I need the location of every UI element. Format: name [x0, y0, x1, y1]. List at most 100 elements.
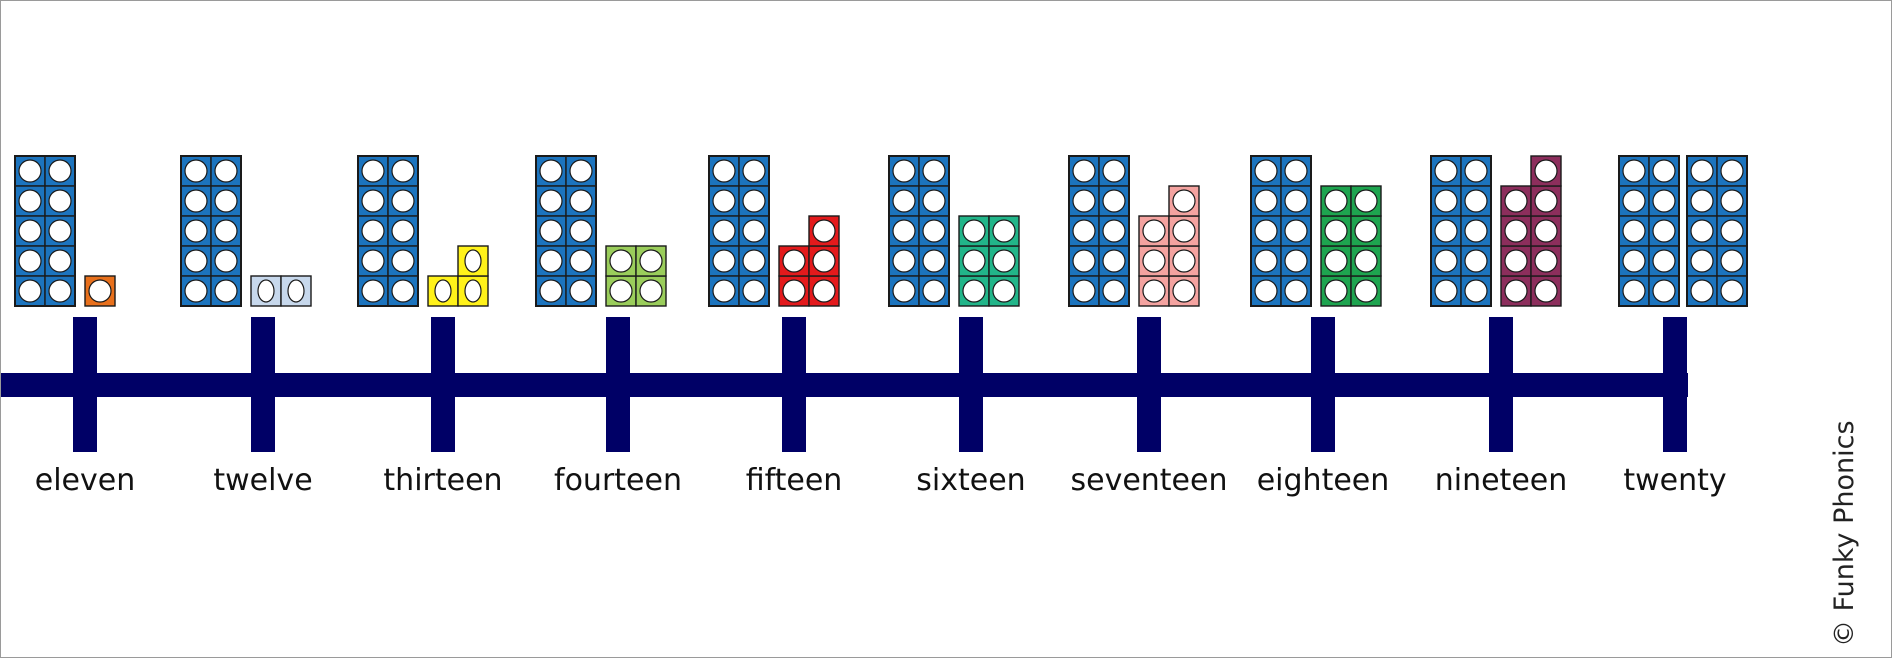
cube — [1649, 216, 1679, 246]
tick-thirteen — [431, 317, 455, 452]
cube — [358, 246, 388, 276]
cube — [1321, 186, 1351, 216]
ones-block — [85, 276, 115, 306]
cube — [1531, 246, 1561, 276]
cube — [181, 156, 211, 186]
cube — [1531, 186, 1561, 216]
label-twelve: twelve — [173, 463, 353, 498]
label-seventeen: seventeen — [1059, 463, 1239, 498]
cube — [536, 156, 566, 186]
cube — [959, 246, 989, 276]
cube — [1321, 276, 1351, 306]
cube — [536, 186, 566, 216]
cube — [1717, 216, 1747, 246]
cube — [636, 246, 666, 276]
cube — [45, 246, 75, 276]
cube — [1431, 216, 1461, 246]
number-eleven-blocks — [15, 156, 115, 306]
cube — [1687, 186, 1717, 216]
cube — [1501, 246, 1531, 276]
tick-twelve — [251, 317, 275, 452]
cube — [709, 186, 739, 216]
tick-sixteen — [959, 317, 983, 452]
cube — [889, 156, 919, 186]
cube — [1099, 186, 1129, 216]
cube — [536, 276, 566, 306]
number-thirteen-blocks — [358, 156, 488, 306]
cube — [709, 216, 739, 246]
cube — [1619, 246, 1649, 276]
cube — [1687, 156, 1717, 186]
ten-rod — [1619, 156, 1679, 306]
cube — [1351, 216, 1381, 246]
cube — [1169, 276, 1199, 306]
ones-block — [606, 246, 666, 306]
cube — [388, 186, 418, 216]
cube — [1649, 186, 1679, 216]
cube — [1099, 156, 1129, 186]
ten-rod — [536, 156, 596, 306]
ten-rod — [15, 156, 75, 306]
ones-block — [251, 276, 311, 306]
label-twenty: twenty — [1585, 463, 1765, 498]
cube — [606, 246, 636, 276]
cube — [1251, 216, 1281, 246]
cube — [989, 216, 1019, 246]
cube — [85, 276, 115, 306]
cube — [1461, 246, 1491, 276]
cube — [181, 216, 211, 246]
tick-nineteen — [1489, 317, 1513, 452]
cube — [1251, 156, 1281, 186]
cube — [458, 276, 488, 306]
cube — [779, 276, 809, 306]
cube — [709, 156, 739, 186]
cube — [1351, 276, 1381, 306]
cube — [739, 156, 769, 186]
cube — [1531, 156, 1561, 186]
cube — [1251, 276, 1281, 306]
cube — [358, 276, 388, 306]
cube — [1139, 276, 1169, 306]
cube — [1169, 246, 1199, 276]
cube — [1281, 156, 1311, 186]
cube — [536, 246, 566, 276]
number-sixteen-blocks — [889, 156, 1019, 306]
cube — [1687, 276, 1717, 306]
cube — [959, 216, 989, 246]
cube — [779, 246, 809, 276]
cube — [809, 216, 839, 246]
cube — [388, 156, 418, 186]
ten-rod — [358, 156, 418, 306]
cube — [1069, 276, 1099, 306]
ten-rod — [889, 156, 949, 306]
ones-block — [1321, 186, 1381, 306]
cube — [919, 276, 949, 306]
ones-block — [1501, 156, 1561, 306]
cube — [1431, 156, 1461, 186]
cube — [1501, 276, 1531, 306]
cube — [15, 186, 45, 216]
cube — [566, 216, 596, 246]
cube — [1099, 216, 1129, 246]
cube — [211, 156, 241, 186]
cube — [1619, 216, 1649, 246]
cube — [566, 156, 596, 186]
ten-rod — [1069, 156, 1129, 306]
cube — [45, 276, 75, 306]
ones-block — [779, 216, 839, 306]
cube — [45, 186, 75, 216]
cube — [1281, 216, 1311, 246]
cube — [1069, 216, 1099, 246]
cube — [1099, 276, 1129, 306]
cube — [1169, 216, 1199, 246]
ten-rod — [1251, 156, 1311, 306]
cube — [211, 246, 241, 276]
number-twelve-blocks — [181, 156, 311, 306]
cube — [388, 246, 418, 276]
second-ten-rod — [1687, 156, 1747, 306]
cube — [709, 276, 739, 306]
tick-twenty — [1663, 317, 1687, 452]
cube — [251, 276, 281, 306]
cube — [388, 216, 418, 246]
cube — [739, 186, 769, 216]
